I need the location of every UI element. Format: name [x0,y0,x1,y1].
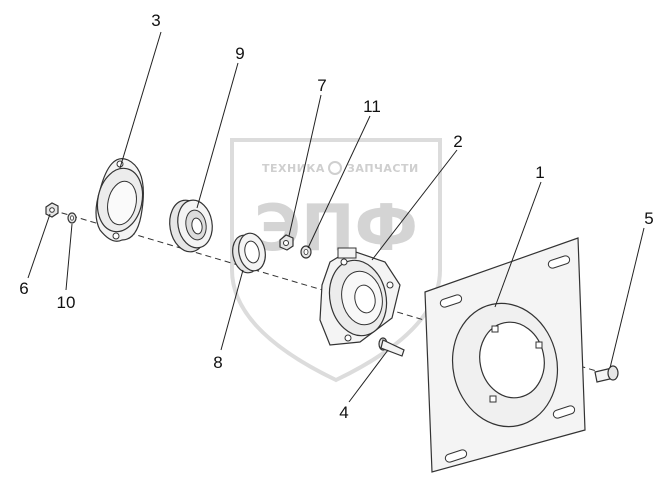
part-10-washer [67,212,77,224]
callout-4: 4 [339,403,348,422]
watermark: ТЕХНИКА ЗАПЧАСТИ ЭПФ [230,138,442,383]
part-5-stud-pin [594,365,619,383]
callouts: 1 2 3 4 5 6 7 8 9 10 11 [19,11,653,422]
part-11-washer [300,245,312,259]
callout-8: 8 [213,353,222,372]
callout-3: 3 [151,11,160,30]
callout-9: 9 [235,44,244,63]
callout-1: 1 [535,163,544,182]
watermark-text-left: ТЕХНИКА [262,162,325,175]
part-1-mounting-plate [424,237,586,473]
callout-10: 10 [57,293,76,312]
callout-2: 2 [453,132,462,151]
part-3-flange-cover [95,158,144,242]
watermark-logo: ЭПФ [254,192,418,266]
part-6-nut [45,202,59,218]
part-8-seal-ring [232,232,266,274]
callout-6: 6 [19,279,28,298]
part-7-nut [279,234,294,251]
part-9-bearing [169,199,213,253]
callout-11: 11 [363,97,381,116]
part-2-bearing-housing [319,247,401,346]
gear-icon [328,161,342,175]
callout-5: 5 [644,209,653,228]
leader-lines [27,31,645,403]
watermark-text-right: ЗАПЧАСТИ [347,162,419,175]
callout-7: 7 [317,76,326,95]
part-4-bolt [378,337,405,357]
